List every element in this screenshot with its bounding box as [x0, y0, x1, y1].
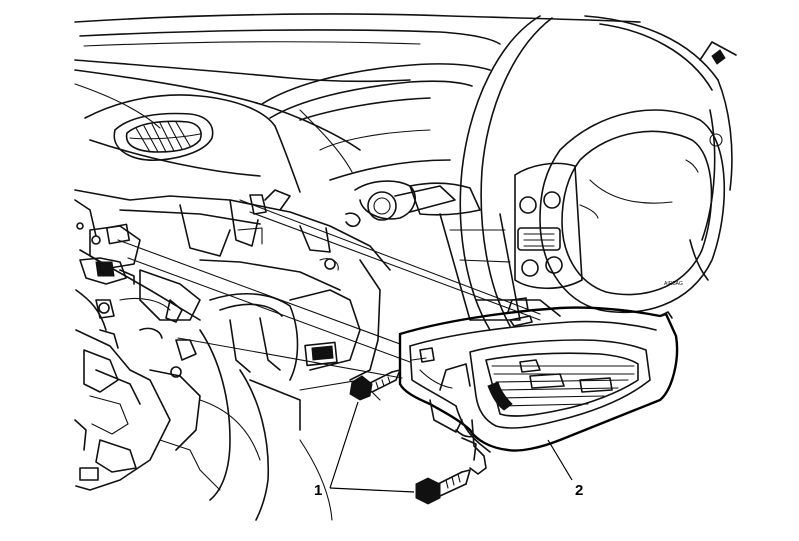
- windshield-and-dash-top: [74, 13, 641, 193]
- fastener-lower: [415, 469, 471, 505]
- alignment-lines: [117, 199, 541, 379]
- steering-column: [409, 182, 561, 321]
- air-vent-assembly: [398, 297, 679, 475]
- instrument-cluster-hood: [261, 63, 491, 221]
- dash-carrier-structure: [74, 189, 391, 431]
- callout-1-label: 1: [314, 482, 322, 499]
- fastener-upper: [349, 369, 401, 401]
- console-side-panel: [199, 329, 333, 521]
- airbag-marking: AIRBAG: [664, 281, 683, 287]
- callout-2-label: 2: [575, 482, 583, 499]
- left-wiring-and-connectors: [74, 199, 261, 491]
- steering-wheel: AIRBAG: [459, 15, 737, 331]
- left-air-vent: [113, 112, 214, 161]
- callout-leaders: [329, 401, 573, 493]
